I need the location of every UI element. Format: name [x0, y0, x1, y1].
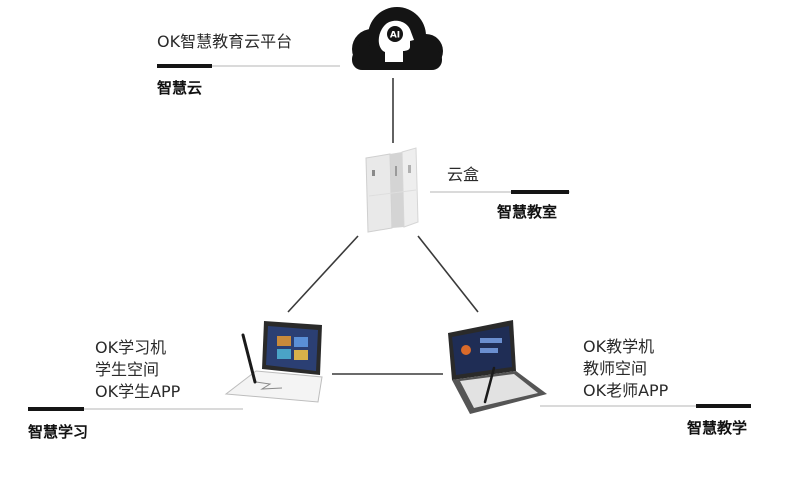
cloudbox-label: 云盒	[447, 165, 480, 184]
student-item-2: 学生空间	[95, 360, 160, 379]
teacher-item-3: OK老师APP	[583, 381, 669, 400]
cloud-section-title: 智慧云	[157, 79, 203, 97]
teacher-section-title: 智慧教学	[687, 419, 748, 437]
student-item-3: OK学生APP	[95, 382, 181, 401]
ai-badge: AI	[390, 31, 400, 41]
stylus-icon	[241, 333, 257, 384]
classroom-section-title: 智慧教室	[497, 203, 558, 221]
teacher-item-1: OK教学机	[583, 337, 655, 356]
cloudbox-device-icon	[365, 147, 419, 233]
teacher-teaching-machine-icon	[448, 320, 547, 414]
student-section-title: 智慧学习	[28, 423, 89, 441]
cloud-ai-icon: AI	[352, 7, 443, 70]
teacher-item-2: 教师空间	[583, 359, 648, 378]
accent-bar-classroom	[511, 190, 569, 194]
link-cloudbox-student	[287, 235, 359, 313]
link-cloudbox-teacher	[417, 235, 479, 313]
stylus-icon	[483, 366, 496, 404]
accent-bar-teacher	[696, 404, 751, 408]
cloud-platform-label: OK智慧教育云平台	[157, 32, 293, 51]
accent-bar-student	[28, 407, 84, 411]
student-learning-machine-icon	[224, 321, 323, 403]
accent-bar-cloud	[157, 64, 212, 68]
student-item-1: OK学习机	[95, 338, 167, 357]
